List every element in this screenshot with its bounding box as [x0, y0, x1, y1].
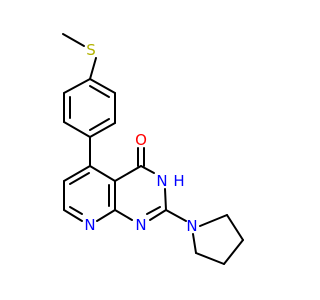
- bond-pyrrolidine-3: [223, 239, 244, 265]
- bond-pyrimidine-5: [114, 209, 133, 221]
- bond-pyridine-double-2: [69, 206, 83, 215]
- bond-layer: [62, 33, 244, 265]
- bond-benzene-4: [63, 121, 91, 138]
- bond-pyrrolidine-2: [226, 214, 244, 241]
- bond-sulfur-aryl: [89, 57, 97, 80]
- bond-pyridine-4: [96, 209, 116, 222]
- bond-benzene-1: [89, 78, 116, 94]
- bond-pyridine-double-1: [69, 172, 90, 185]
- bond-pyridine-1: [63, 165, 91, 182]
- pyrrolidine-nitrogen-label: N: [186, 217, 197, 235]
- sulfur-atom-label: S: [86, 41, 96, 59]
- pyrimidine-nitrogen-label: N: [135, 216, 146, 234]
- bond-pyridine-3: [63, 209, 83, 222]
- bond-pyrrolidine-1: [199, 214, 228, 227]
- atom-labels: S O N H N N N: [84, 41, 197, 235]
- pyridine-nitrogen-label: N: [84, 216, 95, 234]
- bond-pyrimidine-1: [114, 165, 142, 182]
- bond-benzene-3: [89, 122, 116, 138]
- bond-pyrrolidine-4: [195, 252, 225, 265]
- nh-hydrogen-label: H: [173, 172, 184, 190]
- oxygen-atom-label: O: [135, 131, 147, 149]
- bond-pyrimidine-2: [140, 165, 155, 174]
- molecule-structure: S O N H N N N: [62, 33, 244, 265]
- nh-nitrogen-label: N: [156, 172, 167, 190]
- bond-benzene-double-1: [89, 85, 110, 98]
- bond-pyrimidine-4: [149, 209, 167, 221]
- bond-benzene-double-2: [89, 118, 110, 131]
- bond-pyrimidine-double: [146, 206, 161, 215]
- bond-pyrrolidine-5: [192, 233, 197, 254]
- bond-c2-pyrrolidine-n: [165, 209, 187, 222]
- bond-benzene-6: [63, 78, 91, 94]
- bond-methyl-sulfur: [62, 33, 85, 47]
- bond-pyridine-6: [89, 165, 116, 182]
- bond-pyrimidine-3: [164, 188, 167, 211]
